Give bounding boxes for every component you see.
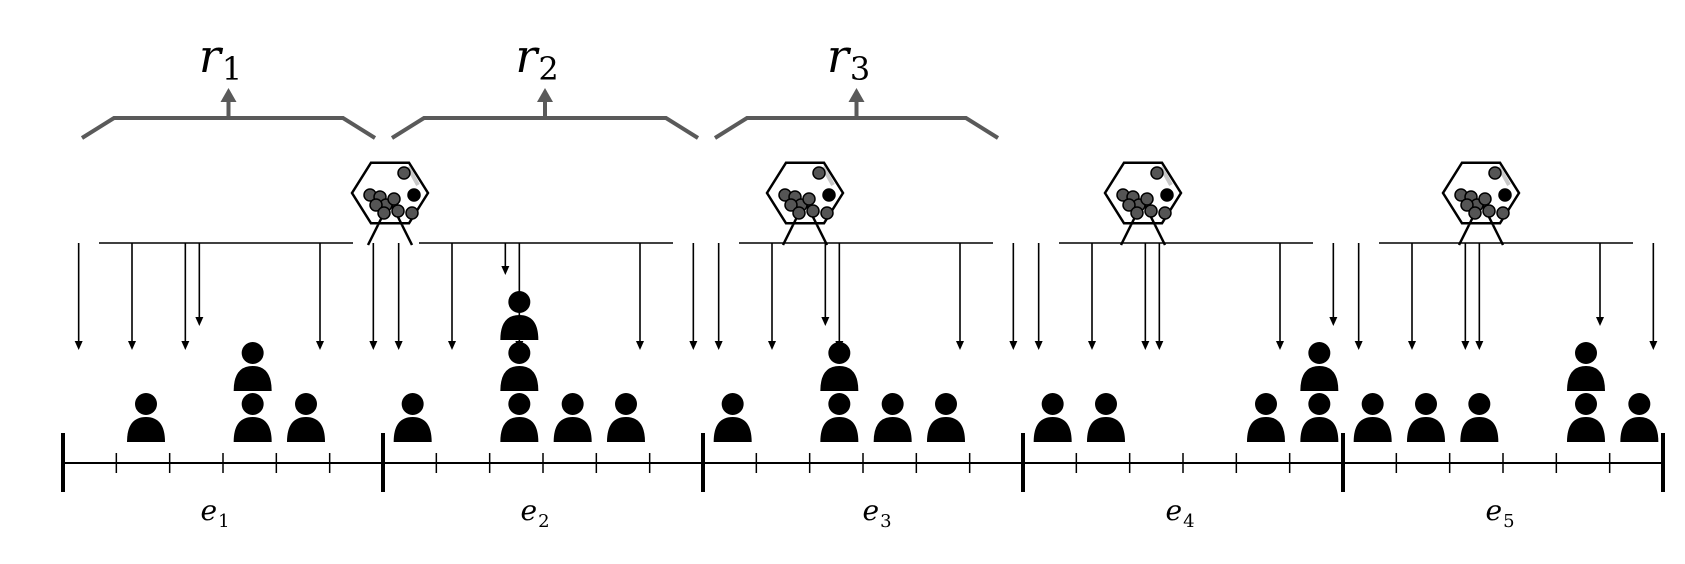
person-icon	[1353, 393, 1392, 442]
person-icon	[1033, 393, 1072, 442]
round-label: r3	[827, 29, 870, 88]
down-arrow-icon	[501, 266, 510, 275]
epoch-labels: e1 e2 e3 e4 e5	[200, 494, 1514, 532]
person-icon	[927, 393, 965, 442]
lottery-drum-icon	[1441, 161, 1521, 246]
down-arrow-icon	[1088, 341, 1096, 350]
down-arrow-icon	[316, 341, 324, 350]
person-icon	[1087, 393, 1125, 442]
person-icon	[500, 342, 539, 391]
epoch-participants	[713, 342, 965, 442]
epoch-draw-arrows	[394, 242, 698, 350]
down-arrow-icon	[1009, 341, 1018, 350]
epoch-participants	[393, 291, 645, 442]
epoch-participants	[1353, 342, 1659, 442]
person-icon	[500, 291, 539, 340]
down-arrow-icon	[128, 341, 136, 350]
person-icon	[1460, 393, 1499, 442]
round-brackets: r1 r2 r3	[80, 29, 1000, 140]
person-icon	[233, 393, 272, 442]
down-arrow-icon	[1461, 341, 1470, 350]
epoch-draw-arrows	[714, 242, 1018, 350]
down-arrow-icon	[1596, 317, 1604, 326]
person-icon	[127, 393, 165, 442]
person-icon	[1567, 393, 1605, 442]
round-bracket: r2	[390, 29, 700, 140]
person-icon	[233, 342, 272, 391]
down-arrow-icon	[956, 341, 964, 350]
person-icon	[1247, 393, 1285, 442]
down-arrow-icon	[181, 341, 190, 350]
down-arrow-icon	[1141, 341, 1150, 350]
down-arrow-icon	[1354, 341, 1363, 350]
person-icon	[713, 393, 752, 442]
person-icon	[820, 393, 859, 442]
down-arrow-icon	[1276, 341, 1284, 350]
draw-arrows	[74, 242, 1658, 350]
down-arrow-icon	[1329, 317, 1338, 326]
down-arrow-icon	[636, 341, 644, 350]
down-arrow-icon	[768, 341, 776, 350]
epoch-label: e3	[862, 494, 891, 532]
down-arrow-icon	[714, 341, 723, 350]
timeline-axis	[61, 433, 1665, 492]
epoch-draw-arrows	[74, 242, 378, 350]
epoch-label: e2	[520, 494, 549, 532]
down-arrow-icon	[369, 341, 378, 350]
round-label: r1	[199, 29, 242, 88]
person-icon	[1620, 393, 1659, 442]
person-icon	[607, 393, 645, 442]
up-arrow-icon	[220, 88, 237, 102]
lottery-drum-icon	[765, 161, 845, 246]
down-arrow-icon	[1475, 341, 1484, 350]
down-arrow-icon	[1155, 341, 1164, 350]
down-arrow-icon	[1408, 341, 1416, 350]
round-label: r2	[515, 29, 558, 88]
epoch-label: e5	[1485, 494, 1514, 532]
lottery-drums	[350, 161, 1521, 246]
epoch-label: e4	[1165, 494, 1194, 532]
person-icon	[820, 342, 859, 391]
person-icon	[553, 393, 592, 442]
down-arrow-icon	[689, 341, 698, 350]
down-arrow-icon	[74, 341, 83, 350]
up-arrow-icon	[848, 88, 865, 102]
participants	[127, 291, 1659, 442]
person-icon	[873, 393, 912, 442]
round-bracket: r1	[80, 29, 377, 140]
person-icon	[1300, 393, 1339, 442]
epoch-participants	[1033, 342, 1339, 442]
lottery-drum-icon	[350, 161, 430, 246]
down-arrow-icon	[1649, 341, 1658, 350]
person-icon	[287, 393, 325, 442]
person-icon	[1300, 342, 1339, 391]
down-arrow-icon	[448, 341, 456, 350]
down-arrow-icon	[394, 341, 403, 350]
person-icon	[1407, 393, 1445, 442]
epoch-draw-arrows	[1354, 242, 1658, 350]
down-arrow-icon	[195, 317, 204, 326]
person-icon	[1567, 342, 1605, 391]
round-bracket: r3	[713, 29, 1000, 140]
lottery-drum-icon	[1103, 161, 1183, 246]
down-arrow-icon	[1034, 341, 1043, 350]
epoch-draw-arrows	[1034, 242, 1338, 350]
epoch-participants	[127, 342, 325, 442]
epoch-label: e1	[200, 494, 229, 532]
person-icon	[393, 393, 432, 442]
down-arrow-icon	[821, 317, 830, 326]
up-arrow-icon	[537, 88, 553, 102]
person-icon	[500, 393, 539, 442]
